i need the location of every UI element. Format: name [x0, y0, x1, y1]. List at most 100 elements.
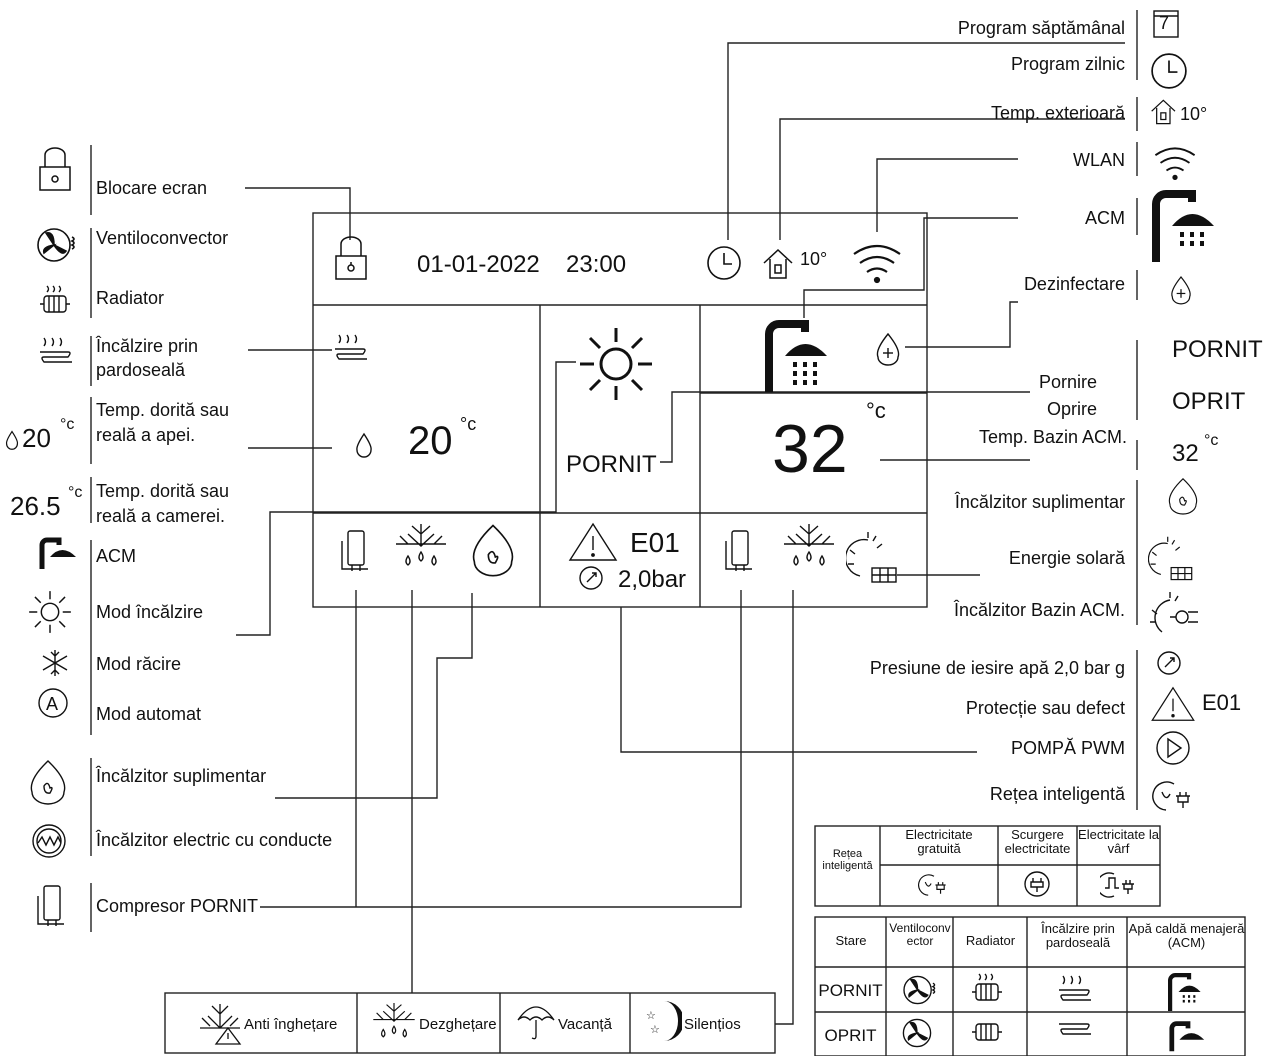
compressor-icon — [37, 885, 64, 926]
panel-tank-unit: °c — [866, 398, 886, 423]
solar-icon[interactable] — [846, 530, 900, 586]
sun-icon[interactable] — [578, 326, 654, 402]
label-compressor: Compresor PORNIT — [96, 896, 259, 916]
flame-icon — [30, 760, 66, 805]
panel-unit: °c — [460, 414, 477, 434]
sample-water-unit: °c — [60, 416, 75, 433]
sample-off: OPRIT — [1172, 388, 1246, 415]
warning-icon[interactable] — [568, 522, 618, 562]
label-disinfect: Dezinfectare — [1023, 274, 1125, 294]
water-drop-icon — [356, 432, 372, 458]
clock-icon — [1151, 53, 1187, 89]
label-start: Pornire — [1038, 372, 1097, 392]
sample-tank-unit: °c — [1204, 432, 1219, 449]
sample-tank-temp: 32 — [1172, 440, 1199, 467]
defrost-icon[interactable] — [392, 522, 450, 572]
label-solar: Energie solară — [1008, 548, 1125, 568]
pressure-gauge-icon — [1157, 651, 1181, 675]
label-fancoil: Ventiloconvector — [96, 228, 229, 248]
label-floor-1: Încălzire prin — [96, 336, 199, 356]
label-acm-right: ACM — [1085, 208, 1125, 228]
shower-icon — [39, 537, 76, 569]
state-row-on: PORNIT — [818, 981, 883, 1000]
state-header-floor: Încălzire prin pardoseală — [1041, 921, 1115, 951]
shower-icon — [1152, 190, 1214, 262]
label-outdoor: Temp. exterioară — [990, 103, 1125, 123]
label-auto-mode: Mod automat — [96, 704, 202, 724]
label-water-1: Temp. dorită sau — [96, 400, 230, 420]
defrost-icon[interactable] — [780, 522, 838, 572]
sun-icon — [29, 591, 71, 633]
radiator-icon — [972, 973, 1002, 1001]
smart-grid-icon — [1152, 781, 1190, 811]
state-header-radiator: Radiator — [965, 933, 1016, 948]
smart-grid-icon — [918, 874, 946, 896]
lock-icon[interactable] — [334, 236, 368, 282]
compressor-icon[interactable] — [338, 527, 372, 573]
mode-silent: Silențios — [684, 1016, 741, 1033]
panel-tank-temp: 32 — [772, 411, 848, 487]
calendar-icon — [1153, 10, 1179, 38]
label-daily: Program zilnic — [1010, 54, 1125, 74]
disinfect-icon — [1171, 276, 1191, 305]
auto-mode-icon: A — [38, 688, 68, 718]
wlan-icon — [1154, 147, 1196, 180]
house-icon — [1151, 99, 1176, 125]
sample-outdoor-temp: 10° — [1180, 104, 1208, 124]
flame-icon[interactable] — [465, 522, 521, 578]
label-pressure: Presiune de iesire apă 2,0 bar g — [869, 658, 1125, 678]
sample-room-temp: 26.5 — [10, 491, 61, 521]
radiator-icon — [972, 1023, 1002, 1041]
state-header-acm: Apă caldă menajeră (ACM) — [1128, 921, 1245, 951]
solar-icon — [1148, 536, 1193, 581]
disinfect-icon[interactable] — [873, 332, 903, 366]
label-pump: POMPĂ PWM — [1010, 738, 1125, 758]
svg-text:A: A — [46, 694, 58, 714]
label-aux-heater-right: Încălzitor suplimentar — [954, 492, 1125, 512]
label-lock: Blocare ecran — [96, 178, 208, 198]
compressor-icon[interactable] — [722, 527, 756, 573]
grid-row-header: Rețea inteligentă — [822, 848, 873, 873]
label-floor-2: pardoseală — [96, 360, 186, 380]
label-tank-heater: Încălzitor Bazin ACM. — [953, 600, 1125, 620]
wlan-icon[interactable] — [850, 240, 904, 284]
label-acm: ACM — [96, 546, 136, 566]
panel-frame — [312, 212, 928, 608]
snowflake-icon — [42, 650, 68, 676]
label-fault: Protecție sau defect — [965, 698, 1125, 718]
panel-pressure: 2,0bar — [618, 566, 687, 593]
floor-heating-icon[interactable] — [333, 333, 369, 367]
umbrella-icon — [517, 1006, 555, 1040]
panel-water-temp: 20 — [408, 419, 453, 463]
label-aux-heater: Încălzitor suplimentar — [96, 766, 267, 786]
fancoil-icon — [902, 1018, 932, 1048]
sample-fault-code: E01 — [1202, 690, 1242, 715]
weekly-icon-digit: 7 — [1159, 13, 1170, 33]
fancoil-icon — [37, 228, 75, 262]
label-weekly: Program săptămânal — [957, 18, 1125, 38]
shower-icon[interactable] — [765, 320, 841, 392]
svg-text:☆: ☆ — [646, 1009, 656, 1022]
label-cool-mode: Mod răcire — [96, 654, 182, 674]
lock-icon — [39, 147, 71, 191]
label-wlan: WLAN — [1072, 150, 1125, 170]
floor-heating-icon — [1059, 975, 1091, 1001]
panel-error-code: E01 — [630, 527, 680, 558]
plug-icon — [1024, 871, 1050, 897]
floor-heating-icon — [40, 337, 72, 363]
peak-icon — [1100, 872, 1134, 898]
label-room-1: Temp. dorită sau — [96, 481, 230, 501]
shower-icon — [1169, 1021, 1205, 1052]
tank-heater-icon — [1150, 592, 1198, 633]
label-tank-temp: Temp. Bazin ACM. — [978, 427, 1127, 447]
panel-status-on: PORNIT — [566, 451, 657, 478]
anti-freeze-icon — [200, 1004, 242, 1045]
flame-icon — [1168, 478, 1198, 515]
water-drop-icon — [5, 430, 19, 450]
clock-icon[interactable] — [706, 245, 742, 281]
radiator-icon — [40, 285, 70, 313]
panel-outdoor-temp: 10° — [800, 249, 828, 269]
mode-vacation: Vacanță — [558, 1016, 612, 1033]
state-header-state: Stare — [835, 933, 867, 948]
shower-icon — [1168, 973, 1201, 1011]
